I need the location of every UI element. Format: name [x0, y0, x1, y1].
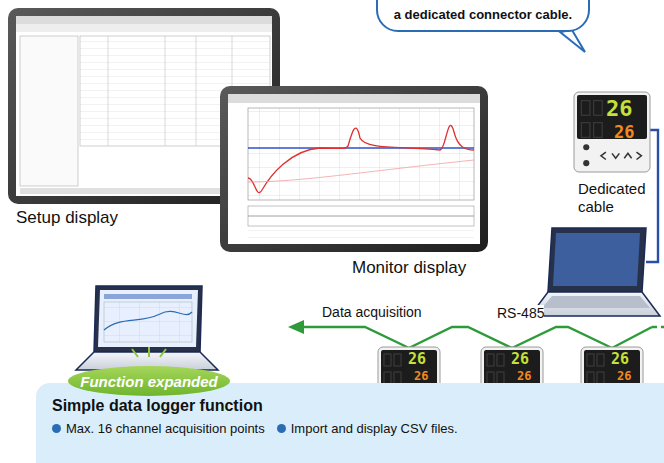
bullet-text: Import and display CSV files. [291, 421, 458, 436]
display-reading: 26 [611, 352, 629, 367]
bullet-text: Max. 16 channel acquisition points [66, 421, 265, 436]
laptop [530, 228, 660, 316]
screen-caption: Monitor display [352, 258, 466, 278]
panel-heading: Simple data logger function [52, 397, 652, 415]
bus-label: Data acquisition [322, 304, 422, 320]
rs485-bus [288, 320, 664, 348]
display-reading: 26 [511, 352, 529, 367]
monitor-window [220, 86, 488, 252]
controller [574, 92, 650, 172]
display-reading: 26 [517, 370, 531, 382]
display-reading: 26 [617, 370, 631, 382]
callout-tail [560, 30, 585, 52]
display-reading: 26 [614, 124, 634, 141]
bullet-dot [52, 424, 61, 433]
bullet-dot [277, 424, 286, 433]
callout-bubble: a dedicated connector cable. [376, 0, 590, 32]
bus-label: RS-485 [497, 305, 544, 321]
cable-label: Dedicated cable [578, 180, 652, 216]
screen-caption: Setup display [16, 208, 118, 228]
display-reading: 26 [408, 352, 426, 367]
display-reading: 26 [414, 370, 428, 382]
badge-text: Function expanded [80, 373, 218, 390]
bullet-row: Max. 16 channel acquisition points Import… [52, 421, 652, 436]
laptop [76, 286, 218, 370]
feature-badge: Function expanded [68, 366, 230, 396]
display-reading: 26 [606, 98, 633, 120]
callout-text: a dedicated connector cable. [394, 7, 572, 22]
